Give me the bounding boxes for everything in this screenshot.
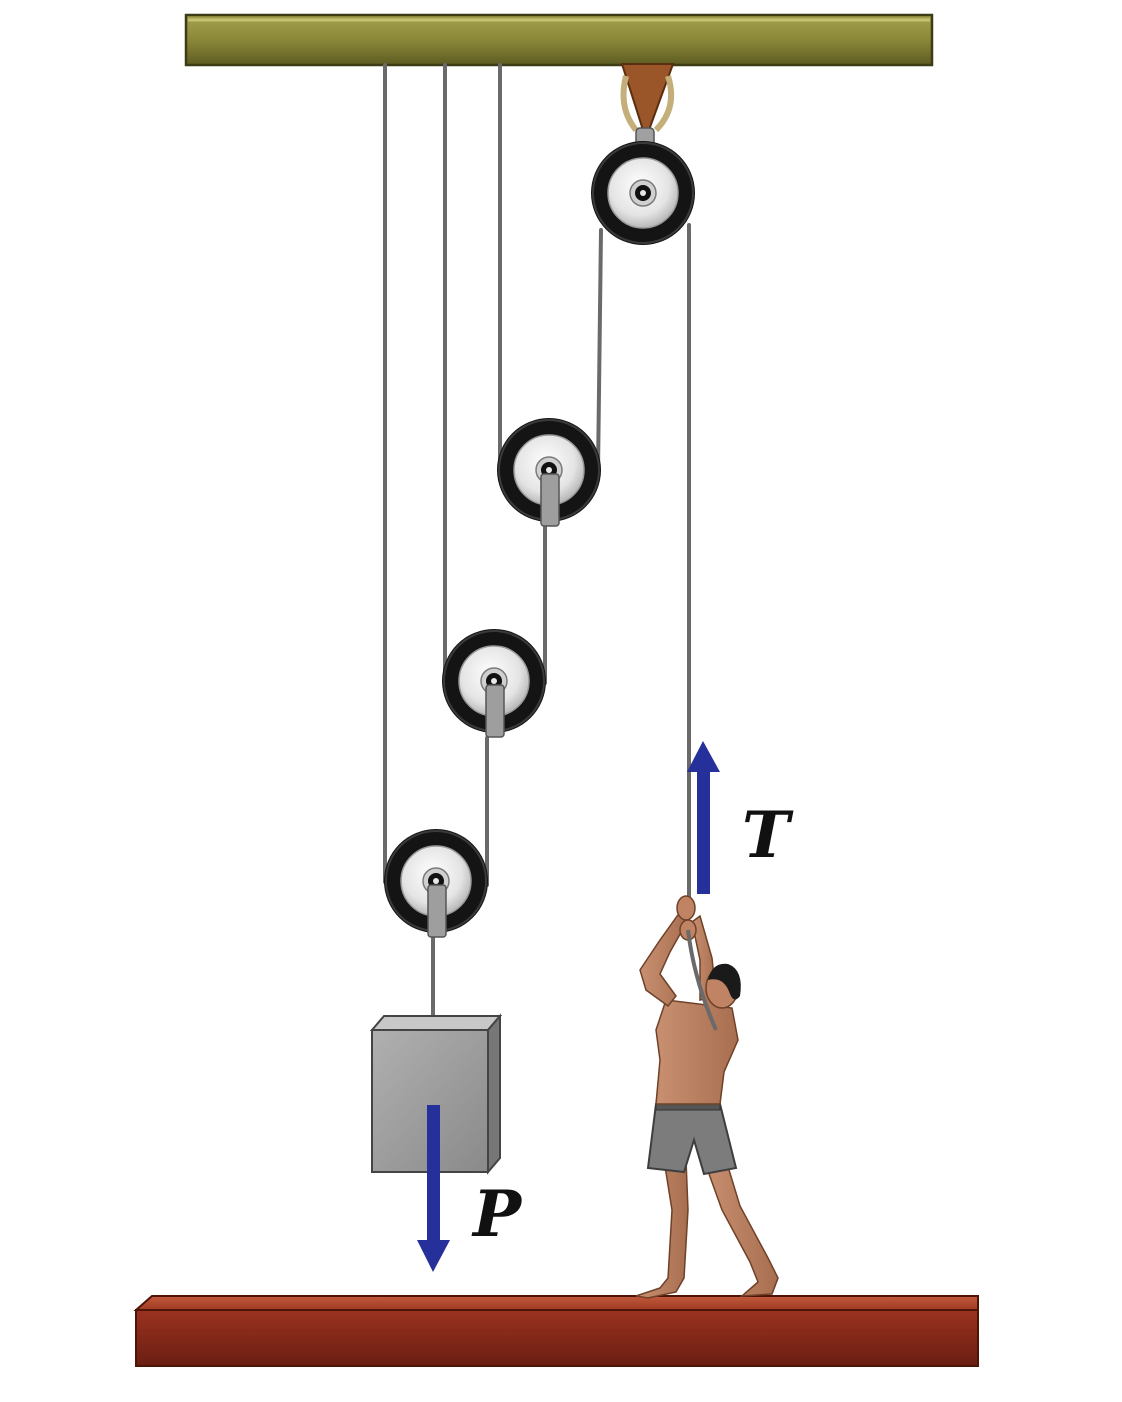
movable-pulley-middle: [441, 628, 547, 738]
fixed-pulley: [590, 140, 696, 246]
person-pulling-rope-icon: [635, 895, 779, 1299]
tension-force-arrow: [687, 741, 720, 894]
rope-segment: [596, 228, 603, 474]
ceiling-beam: [184, 13, 934, 67]
rope-system: [383, 63, 691, 1022]
floor-beam: [133, 1295, 979, 1367]
tension-label: T: [742, 798, 794, 873]
load-force-arrow: [417, 1105, 450, 1272]
movable-pulley-top: [496, 417, 602, 527]
movable-pulley-bottom: [383, 828, 489, 938]
pulley-icon: [590, 140, 696, 246]
load-label: P: [471, 1177, 523, 1252]
